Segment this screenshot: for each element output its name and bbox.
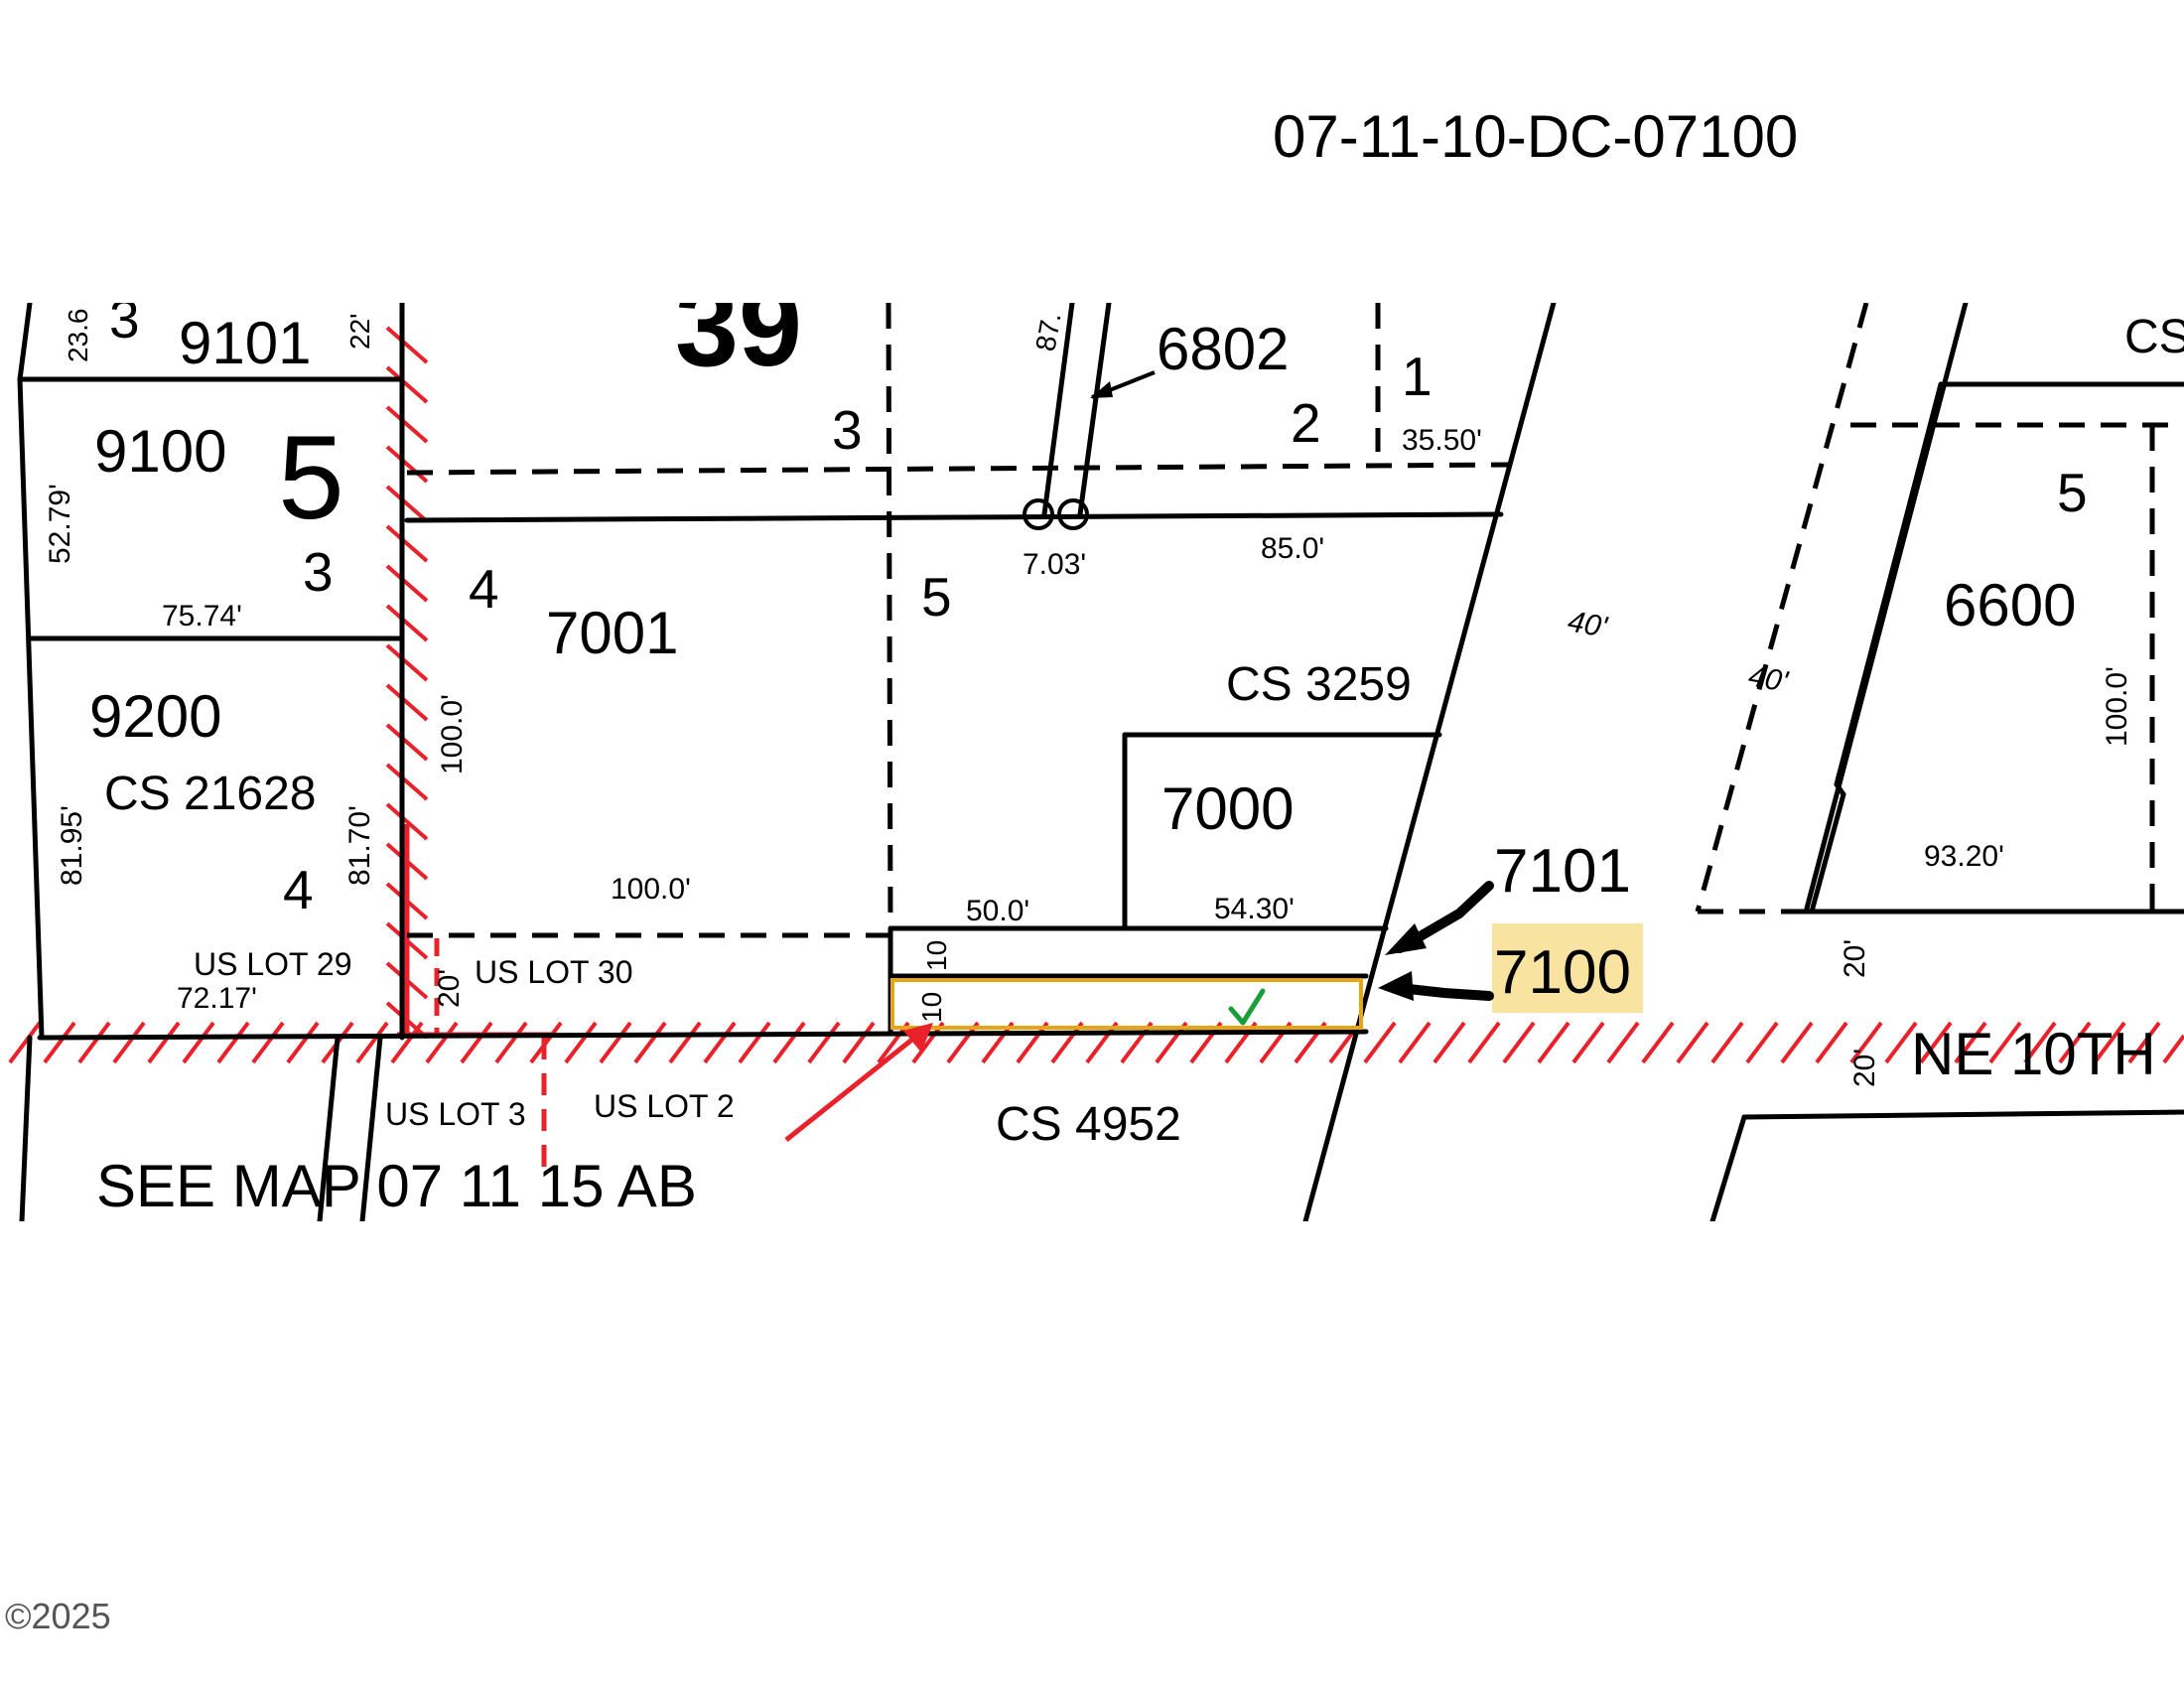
arrow-see-map <box>784 1023 933 1142</box>
taxlot-9101: 9101 <box>179 310 311 376</box>
dim-7-03: 7.03' <box>1023 548 1086 581</box>
dim-100-0-v: 100.0' <box>436 694 469 774</box>
dim-81-95: 81.95' <box>56 805 88 886</box>
corner-circle <box>1023 498 1054 530</box>
survey-cs-top-right: CS <box>2124 311 2184 363</box>
lot-3-top: 3 <box>109 288 140 350</box>
lot-3-mid: 3 <box>832 399 863 461</box>
taxlot-6600: 6600 <box>1944 572 2076 638</box>
dim-40-b: 40' <box>1746 659 1791 699</box>
dim-50-0: 50.0' <box>966 895 1029 927</box>
lot-4-left: 4 <box>283 859 314 920</box>
dim-93-20: 93.20' <box>1924 840 2004 873</box>
survey-cs3259: CS 3259 <box>1226 658 1412 711</box>
dim-23-6: 23.6 <box>63 309 93 363</box>
dim-20-a: 20' <box>433 969 466 1008</box>
taxlot-6802: 6802 <box>1157 316 1289 382</box>
lot-2: 2 <box>1291 392 1321 454</box>
arrow-7100 <box>1378 971 1494 1001</box>
dim-10-b: 10 <box>916 992 947 1023</box>
dim-75-74: 75.74' <box>162 600 242 633</box>
check-icon <box>1228 988 1266 1026</box>
survey-cs21628: CS 21628 <box>104 768 317 820</box>
taxlot-7000: 7000 <box>1161 775 1294 842</box>
us-lot-3: US LOT 3 <box>385 1096 526 1132</box>
lot-1: 1 <box>1402 346 1433 407</box>
taxlot-7100-highlight <box>1492 923 1643 1013</box>
dim-40-a: 40' <box>1566 605 1610 644</box>
dim-85-0: 85.0' <box>1261 532 1324 565</box>
taxlot-7100: 7100 <box>1494 938 1631 1007</box>
lot-3-left: 3 <box>303 541 334 603</box>
map-number: 07-11-10-DC-07100 <box>1273 103 1798 170</box>
dim-22: 22' <box>344 314 375 351</box>
arrow-7101 <box>1385 881 1494 955</box>
lot-4-mid: 4 <box>469 558 499 620</box>
dim-100-0-r: 100.0' <box>2101 666 2133 747</box>
red-hatch-horizontal <box>8 1021 2184 1064</box>
taxlot-7100-outline <box>890 978 1363 1030</box>
dashed-lines <box>406 303 2184 938</box>
dim-20-b: 20' <box>1839 939 1871 978</box>
copyright: ©2025 <box>5 1596 111 1636</box>
dim-20-c: 20' <box>1848 1049 1881 1087</box>
corner-circle <box>1057 498 1089 530</box>
taxlot-9200: 9200 <box>89 683 221 750</box>
dim-52-79: 52.79' <box>44 484 76 564</box>
arrow-6802 <box>1090 370 1156 399</box>
dim-81-70: 81.70' <box>343 805 376 886</box>
us-lot-29: US LOT 29 <box>194 946 351 982</box>
taxlot-9100: 9100 <box>94 418 226 485</box>
taxlot-7101: 7101 <box>1494 837 1631 906</box>
street-name: NE 10TH <box>1911 1021 2156 1087</box>
dim-35-50: 35.50' <box>1402 424 1482 457</box>
survey-cs4952: CS 4952 <box>996 1098 1181 1151</box>
us-lot-30: US LOT 30 <box>475 954 632 990</box>
taxlot-7001: 7001 <box>546 600 678 666</box>
lot-5-right: 5 <box>2057 462 2088 523</box>
block-label: 39 <box>675 263 802 390</box>
us-lot-2: US LOT 2 <box>594 1088 735 1124</box>
dim-87: 87. <box>1029 310 1066 353</box>
dim-10-a: 10 <box>921 940 952 971</box>
dim-54-30: 54.30' <box>1214 893 1295 925</box>
dim-72-17: 72.17' <box>177 982 257 1015</box>
block-5-label: 5 <box>278 411 344 544</box>
lot-5-mid: 5 <box>921 566 952 628</box>
dim-100-0-h: 100.0' <box>611 873 691 906</box>
see-map-note: SEE MAP 07 11 15 AB <box>96 1153 697 1219</box>
